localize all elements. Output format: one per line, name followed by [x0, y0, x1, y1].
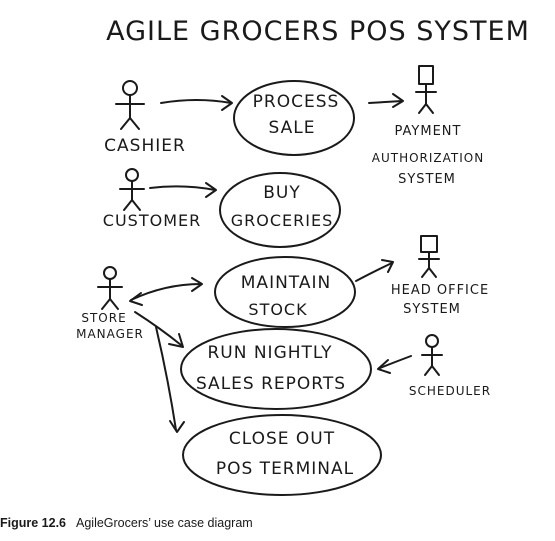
use-case-label-line-1: PROCESS	[253, 92, 340, 112]
use-case-label-line-1: BUY	[263, 183, 301, 203]
actor-label-cashier: CASHIER	[104, 136, 186, 156]
actor-cashier-figure	[115, 80, 145, 130]
actor-label-scheduler: SCHEDULER	[409, 384, 491, 398]
use-case-buy-groceries: BUY GROCERIES	[219, 172, 341, 248]
association-process-sale-payment	[368, 93, 404, 108]
association-cashier-process-sale	[160, 95, 233, 111]
actor-label-store-manager-line-1: STORE	[81, 311, 126, 325]
use-case-close-out-pos-terminal: CLOSE OUT POS TERMINAL	[182, 414, 382, 496]
use-case-label-line-2: GROCERIES	[231, 211, 334, 230]
association-scheduler-sales-reports	[377, 355, 412, 374]
actor-head-office-system-figure	[418, 235, 440, 278]
association-customer-buy-groceries	[149, 182, 217, 198]
actor-payment-authorization-system-figure	[415, 65, 437, 114]
actor-label-store-manager-line-2: MANAGER	[76, 327, 144, 341]
actor-customer-figure	[119, 168, 145, 211]
use-case-label-line-1: RUN NIGHTLY	[207, 343, 332, 363]
actor-label-payment-line-2: AUTHORIZATION	[372, 151, 484, 165]
use-case-label-line-2: STOCK	[248, 300, 307, 319]
actor-label-payment-line-3: SYSTEM	[398, 172, 456, 187]
actor-scheduler-figure	[421, 334, 443, 376]
use-case-label-line-1: MAINTAIN	[241, 273, 331, 293]
use-case-label-line-1: CLOSE OUT	[229, 429, 335, 449]
use-case-label-line-2: POS TERMINAL	[216, 459, 354, 479]
actor-label-head-office-line-2: SYSTEM	[403, 302, 461, 317]
use-case-label-line-2: SALES REPORTS	[196, 374, 346, 394]
actor-label-customer: CUSTOMER	[103, 211, 201, 230]
actor-store-manager-figure	[97, 266, 123, 310]
use-case-label-line-2: SALE	[269, 118, 316, 138]
actor-label-payment-line-1: PAYMENT	[395, 124, 462, 139]
figure-caption: Figure 12.6 AgileGrocers’ use case diagra…	[0, 516, 253, 530]
use-case-maintain-stock: MAINTAIN STOCK	[214, 256, 356, 328]
figure-caption-text: AgileGrocers’ use case diagram	[76, 516, 253, 530]
association-maintain-stock-head-office	[355, 259, 394, 282]
diagram-title: AGILE GROCERS POS SYSTEM	[106, 16, 530, 47]
association-manager-maintain-stock	[129, 277, 203, 306]
association-manager-close-out-pos	[155, 326, 185, 433]
actor-label-head-office-line-1: HEAD OFFICE	[391, 283, 489, 298]
use-case-run-nightly-sales-reports: RUN NIGHTLY SALES REPORTS	[180, 328, 372, 410]
use-case-process-sale: PROCESS SALE	[233, 80, 355, 156]
figure-number: Figure 12.6	[0, 516, 66, 530]
association-manager-sales-reports	[134, 311, 184, 348]
